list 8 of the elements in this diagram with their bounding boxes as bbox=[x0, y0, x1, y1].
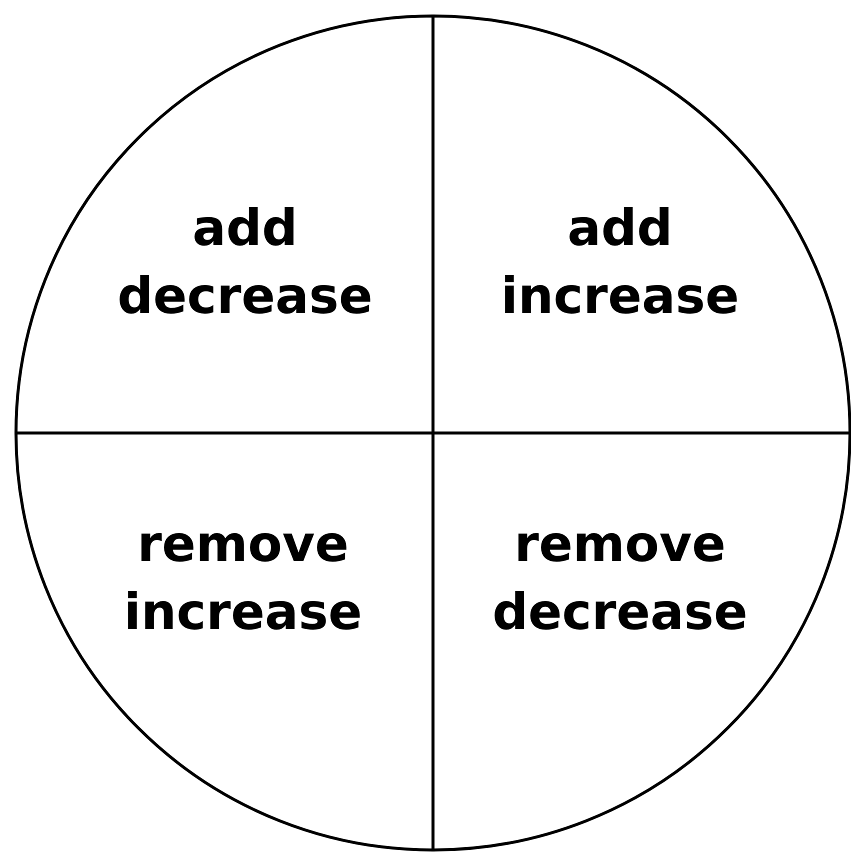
sector-label: remove decrease bbox=[491, 514, 749, 643]
quadrant-sector bbox=[433, 16, 850, 433]
sector-label: add decrease bbox=[116, 198, 374, 327]
sector-label: remove increase bbox=[122, 514, 364, 643]
quadrant-sector bbox=[16, 16, 433, 433]
sector-label: add increase bbox=[500, 198, 740, 327]
quadrant-sector bbox=[16, 433, 433, 850]
quadrant-sector bbox=[433, 433, 850, 850]
